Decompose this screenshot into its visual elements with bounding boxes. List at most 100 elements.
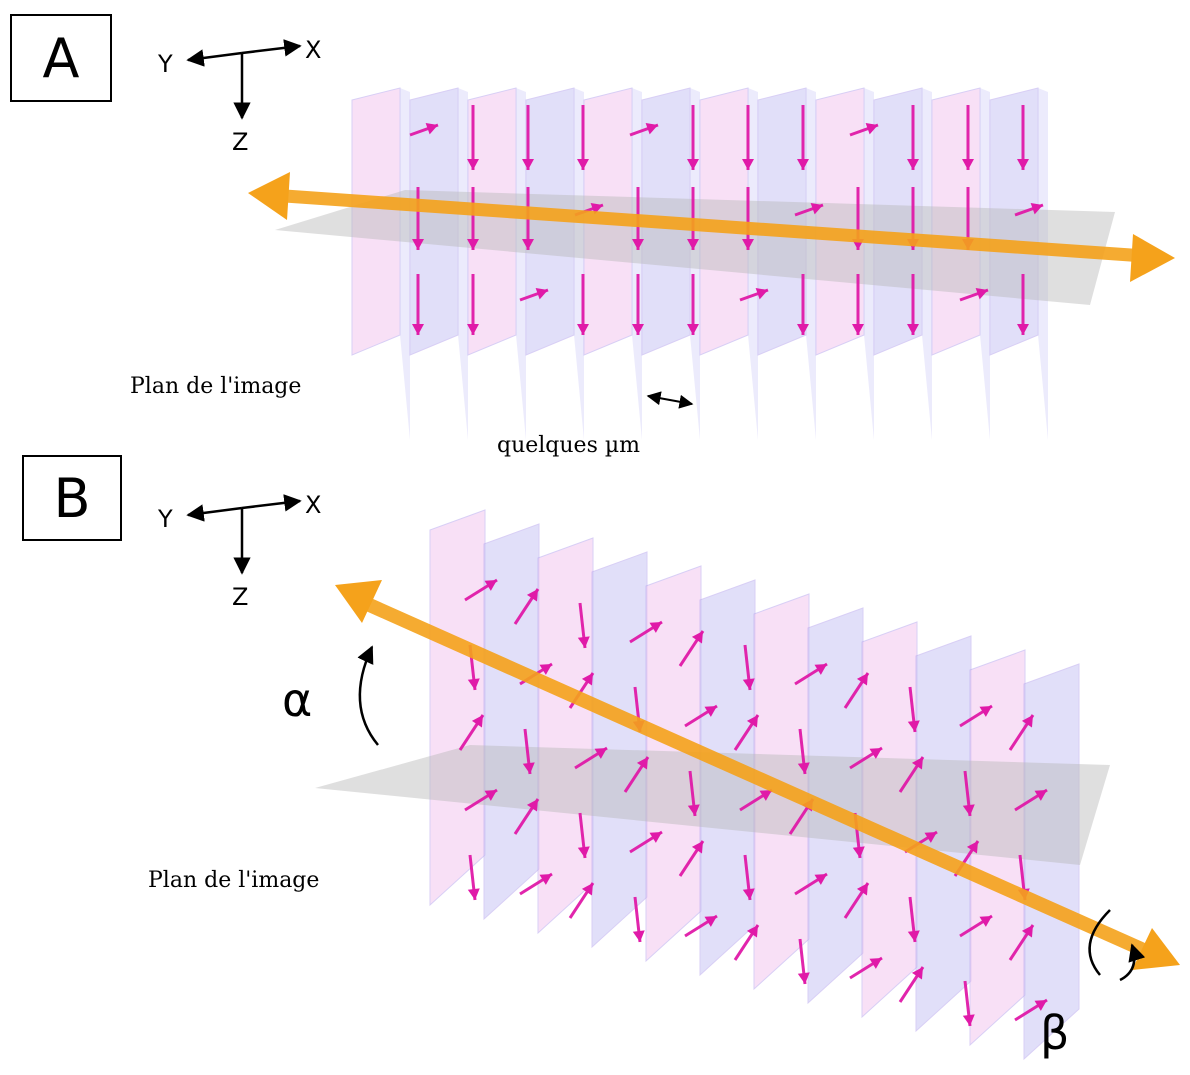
dipole-arrow (962, 770, 975, 817)
dipole-arrow (522, 728, 535, 775)
beta-rotation-arrow (1088, 909, 1146, 982)
dipole-arrow (797, 938, 810, 985)
dipole-arrow (629, 830, 663, 854)
slab-a-face (400, 88, 410, 440)
scale-caption: quelques µm (497, 433, 641, 458)
dipole-arrow (409, 123, 439, 137)
slab-a (525, 87, 575, 356)
image-plane-caption-b: Plan de l'image (148, 868, 320, 893)
dipole-arrow (623, 756, 650, 793)
dipole-arrow (678, 630, 705, 667)
slab-a-face (516, 88, 526, 440)
panel-b-illustration (186, 494, 1180, 1061)
dipole-arrow (962, 105, 974, 170)
dipole-arrow (959, 704, 993, 728)
dipole-arrow (898, 756, 925, 793)
panel-a: A X Y Z Plan de l'image quelques µm (0, 0, 1190, 458)
dipole-arrow (794, 662, 828, 686)
dipole-arrow (467, 105, 479, 170)
dipole-arrow (907, 896, 920, 943)
dipole-arrow (1017, 105, 1029, 170)
slab-a (351, 87, 401, 356)
dipole-arrow (684, 704, 718, 728)
dipole-arrow (1017, 274, 1029, 335)
image-plane-caption-a: Plan de l'image (130, 374, 302, 399)
slab-a-face (1038, 88, 1048, 440)
slab-a (815, 87, 865, 356)
dipole-arrow (568, 882, 595, 919)
dipole-arrow (687, 274, 699, 335)
alpha-label: α (282, 673, 313, 727)
dipole-arrow (794, 872, 828, 896)
axis-y-label-a: Y (158, 50, 173, 78)
dipole-arrow (1008, 714, 1035, 751)
axes-triad-a (186, 39, 302, 120)
panel-b: B X Y Z α β Plan de l'image (0, 455, 1190, 1075)
dipole-arrow (852, 274, 864, 335)
axes-triad-b (186, 494, 302, 575)
dipole-arrow (797, 274, 809, 335)
slab-a-face (748, 88, 758, 440)
dipole-arrow (522, 105, 534, 170)
dipole-arrow (519, 288, 549, 302)
dipole-arrow (458, 714, 485, 751)
slab-a-face (922, 88, 932, 440)
dipole-arrow (1008, 924, 1035, 961)
dipole-arrow (742, 644, 755, 691)
slab-a (989, 87, 1039, 356)
dipole-arrow (849, 123, 879, 137)
dipole-arrow (519, 872, 553, 896)
dipole-arrow (629, 620, 663, 644)
dipole-arrow (907, 274, 919, 335)
dipole-arrow (687, 105, 699, 170)
dipole-arrow (678, 840, 705, 877)
dipole-arrow (843, 882, 870, 919)
slab-a (757, 87, 807, 356)
dipole-arrow (684, 914, 718, 938)
axis-z-label-a: Z (232, 128, 249, 156)
dipole-arrow (687, 770, 700, 817)
dipole-arrow (412, 187, 424, 250)
slab-a-face (690, 88, 700, 440)
dipole-arrow (577, 812, 590, 859)
axis-z-label-b: Z (232, 583, 249, 611)
beam-arrow-a (248, 172, 1175, 282)
dipole-arrow (959, 914, 993, 938)
dipole-arrow (577, 602, 590, 649)
dipole-arrow (632, 274, 644, 335)
dipole-arrow (733, 924, 760, 961)
dipole-arrow (907, 686, 920, 733)
dipole-arrow (739, 788, 773, 812)
dipole-arrow (849, 746, 883, 770)
dipole-arrow (467, 187, 479, 250)
dipole-arrow (464, 788, 498, 812)
dipole-arrow (742, 187, 754, 250)
dipole-arrow (632, 896, 645, 943)
slab-a-face (864, 88, 874, 440)
alpha-rotation-arrow (357, 645, 379, 746)
dipole-arrow (797, 105, 809, 170)
dipole-arrow (907, 105, 919, 170)
slab-a-face (574, 88, 584, 440)
dipole-arrow (467, 854, 480, 901)
slab-a (409, 87, 459, 356)
dipole-arrow (629, 123, 659, 137)
dipole-arrow (733, 714, 760, 751)
slab-a (467, 87, 517, 356)
scale-double-arrow (646, 391, 694, 409)
dipole-arrow (849, 956, 883, 980)
dipole-arrow (1014, 998, 1048, 1022)
slab-a (873, 87, 923, 356)
dipole-arrow (513, 798, 540, 835)
dipole-arrow (1014, 203, 1044, 217)
slab-b (1023, 663, 1080, 1061)
slab-a-face (632, 88, 642, 440)
dipole-arrow (574, 746, 608, 770)
dipole-arrow (797, 728, 810, 775)
image-plane-a (275, 190, 1115, 305)
dipole-arrow (739, 288, 769, 302)
slab-b (429, 509, 486, 907)
dipole-arrow (577, 105, 589, 170)
dipole-arrow (742, 854, 755, 901)
dipole-arrow (577, 274, 589, 335)
